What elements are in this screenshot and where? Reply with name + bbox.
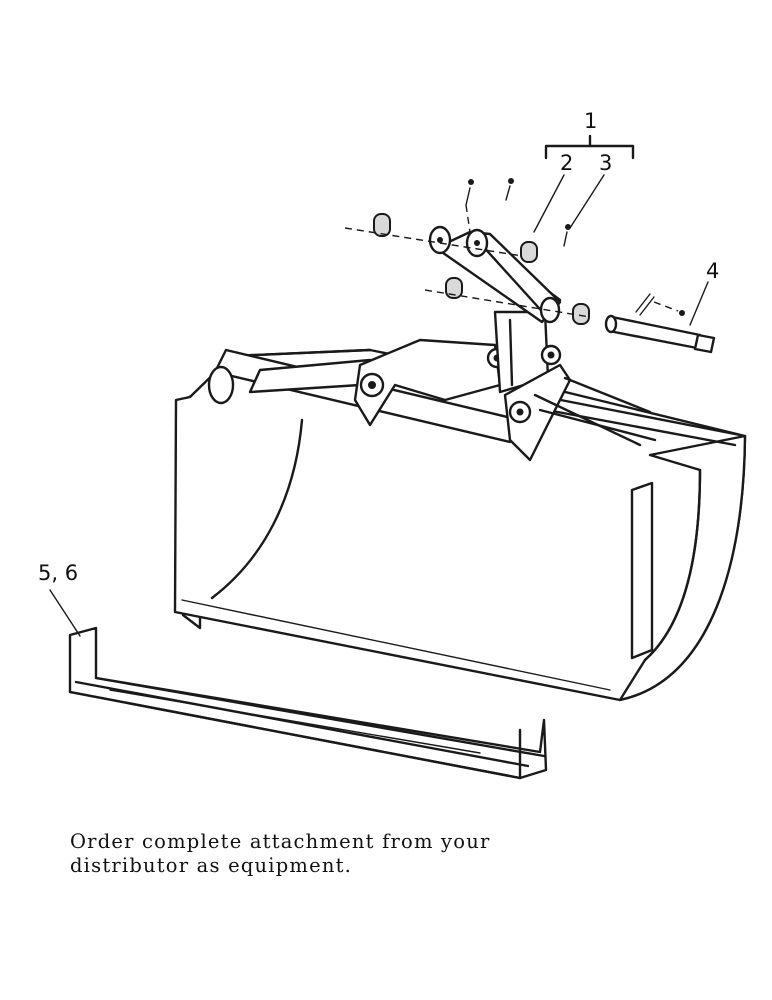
leader-lines [49, 134, 709, 637]
mounting-frame [207, 310, 657, 462]
pin-assembly [604, 293, 716, 354]
bucket [173, 348, 747, 702]
callout-cutting-edge: 5, 6 [38, 561, 78, 585]
callout-pin: 4 [706, 259, 719, 283]
callout-grease-fitting: 3 [599, 151, 612, 175]
pivot-arm-assembly [344, 178, 591, 325]
cutting-edge [68, 626, 548, 780]
ordering-note-line-2: distributor as equipment. [70, 854, 353, 877]
callout-assembly: 1 [584, 109, 597, 133]
callout-pivot-bushing: 2 [560, 151, 573, 175]
ordering-note-line-1: Order complete attachment from your [70, 830, 491, 853]
ordering-note: Order complete attachment from your dist… [70, 830, 630, 878]
